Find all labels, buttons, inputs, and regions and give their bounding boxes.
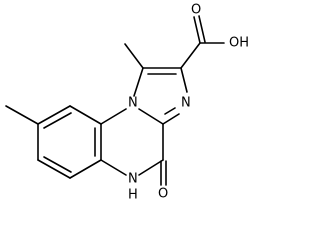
bond-n5-c4a bbox=[100, 159, 127, 176]
atom-label-lactam-n: N bbox=[128, 172, 138, 187]
double-bond-inner-1 bbox=[43, 112, 72, 129]
bond-c8a-c8 bbox=[69, 105, 102, 125]
bond-c5-c4a bbox=[69, 159, 102, 179]
carboxyl-double-2 bbox=[198, 15, 206, 43]
atom-label-carboxyl-o: O bbox=[191, 3, 201, 18]
carboxyl-double-1 bbox=[193, 16, 201, 44]
methyl-bond-imidazole bbox=[124, 43, 144, 69]
bond-c8a-n1 bbox=[100, 108, 127, 125]
atom-label-lactam-h: H bbox=[128, 188, 138, 203]
atom-label-imidazole-n: N bbox=[181, 96, 191, 111]
methyl-bond-benzene bbox=[5, 105, 39, 125]
pyrazinone-ring bbox=[100, 108, 164, 176]
bond-c6-c5 bbox=[37, 159, 71, 179]
bond-n1-c1 bbox=[133, 67, 144, 97]
atom-label-bridgehead-n: N bbox=[128, 96, 138, 111]
bond-c2-n3 bbox=[180, 67, 188, 93]
imidazole-ring bbox=[133, 67, 188, 125]
double-bond-n3-c9a-inner bbox=[164, 107, 176, 115]
atom-label-hydroxyl: OH bbox=[229, 36, 249, 51]
carboxyl-bond-c bbox=[180, 42, 201, 69]
benzene-ring bbox=[37, 105, 102, 179]
bond-n3-c9a bbox=[162, 113, 180, 125]
bond-c8-c7 bbox=[37, 105, 71, 125]
bond-c4-n5 bbox=[138, 159, 164, 176]
atom-label-lactam-o: O bbox=[158, 187, 168, 202]
bond-n1-c9a bbox=[138, 108, 164, 125]
chemical-structure-diagram: O OH N N O N H bbox=[5, 3, 249, 203]
double-bond-inner-2 bbox=[43, 156, 72, 173]
